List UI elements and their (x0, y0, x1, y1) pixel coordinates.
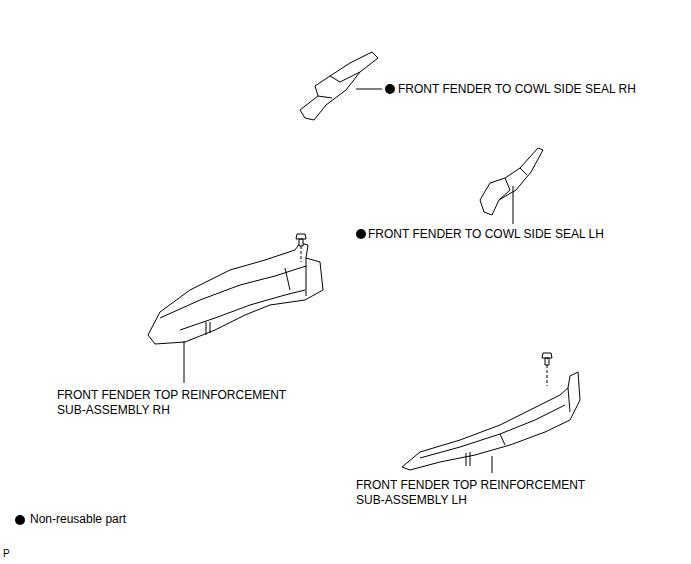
non-reusable-mark (385, 84, 395, 94)
figure-code: P (3, 546, 33, 561)
reinforcement-rh-detail (160, 258, 306, 335)
bolt-lh-shank (547, 365, 548, 386)
part-name: FRONT FENDER TOP REINFORCEMENT SUB-ASSEM… (57, 388, 312, 418)
leader-line (492, 456, 493, 473)
bolt-lh (542, 353, 552, 365)
bolt-rh (296, 234, 306, 246)
seal-lh-part (480, 148, 543, 215)
leader-line (356, 89, 382, 90)
reinforcement-rh-part (148, 243, 323, 344)
leader-line (184, 341, 185, 383)
legend-mark (15, 515, 25, 525)
legend-text: Non-reusable part (30, 512, 280, 527)
reinforcement-lh-part (402, 372, 580, 470)
part-name: FRONT FENDER TO COWL SIDE SEAL RH (398, 82, 678, 97)
leader-line (513, 186, 514, 224)
reinforcement-lh-detail (420, 388, 570, 466)
part-name: FRONT FENDER TOP REINFORCEMENT SUB-ASSEM… (356, 478, 611, 508)
seal-rh-detail (318, 72, 360, 98)
seal-rh-part (300, 52, 378, 120)
part-name: FRONT FENDER TO COWL SIDE SEAL LH (368, 227, 648, 242)
bolt-rh-shank (301, 246, 302, 262)
non-reusable-mark (356, 229, 366, 239)
